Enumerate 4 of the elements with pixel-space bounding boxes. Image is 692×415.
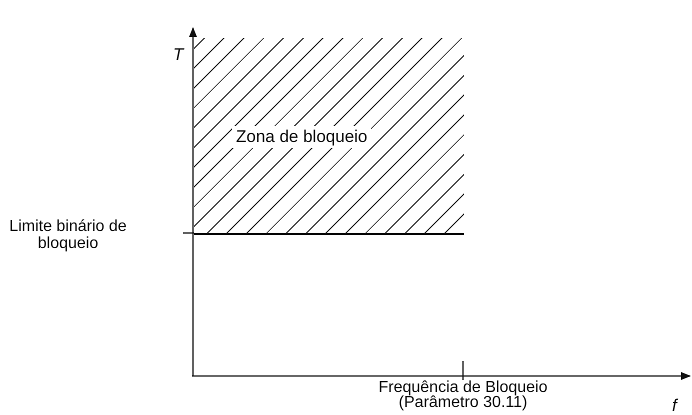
axis-label: f bbox=[672, 397, 677, 414]
threshold-label: Limite binário de bloqueio bbox=[8, 218, 128, 252]
axis-label: T bbox=[173, 46, 184, 63]
region-label: Zona de bloqueio bbox=[232, 126, 372, 148]
